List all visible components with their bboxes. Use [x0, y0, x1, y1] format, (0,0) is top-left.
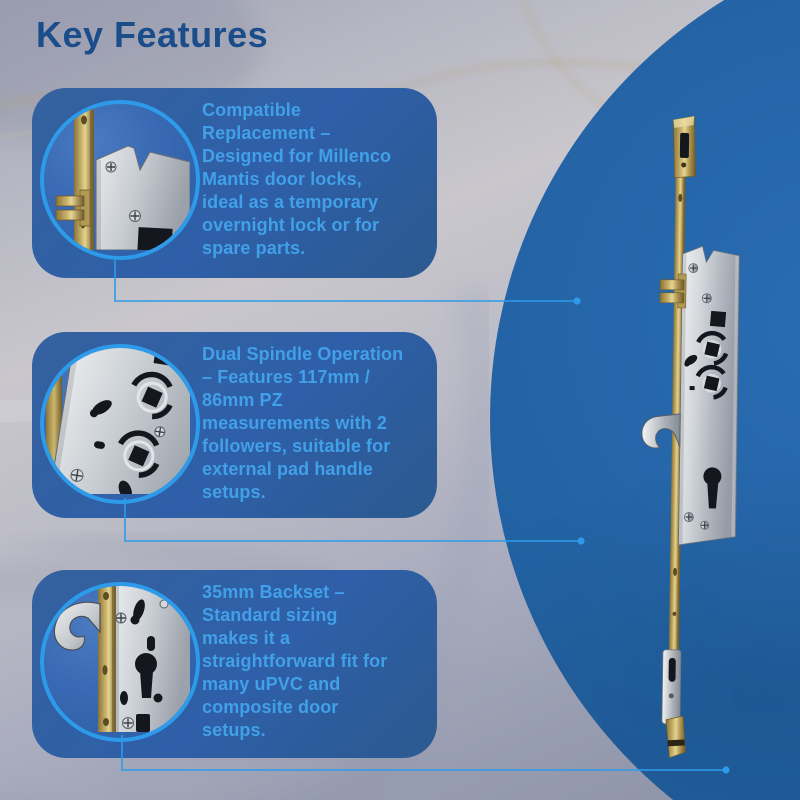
- page-title: Key Features: [36, 14, 269, 55]
- feature-card-dual-spindle-operation: Dual Spindle Operation – Features 117mm …: [32, 332, 437, 518]
- lock-top-section-photo: [55, 104, 190, 250]
- detail-circle-frame: [40, 344, 200, 504]
- detail-circle-frame: [40, 100, 200, 260]
- feature-card-35mm-backset: 35mm Backset – Standard sizing makes it …: [32, 570, 437, 758]
- feature-card-compatible-replacement: Compatible Replacement – Designed for Mi…: [32, 88, 437, 278]
- lock-hook-keyhole-photo: [53, 586, 190, 732]
- lock-spindle-gearbox-photo: [46, 348, 190, 494]
- feature-text: 35mm Backset – Standard sizing makes it …: [202, 582, 388, 740]
- detail-circle-frame: [40, 582, 200, 742]
- feature-text: Dual Spindle Operation – Features 117mm …: [202, 344, 404, 502]
- multipoint-door-lock-photo: [641, 115, 740, 759]
- feature-text: Compatible Replacement – Designed for Mi…: [202, 100, 392, 258]
